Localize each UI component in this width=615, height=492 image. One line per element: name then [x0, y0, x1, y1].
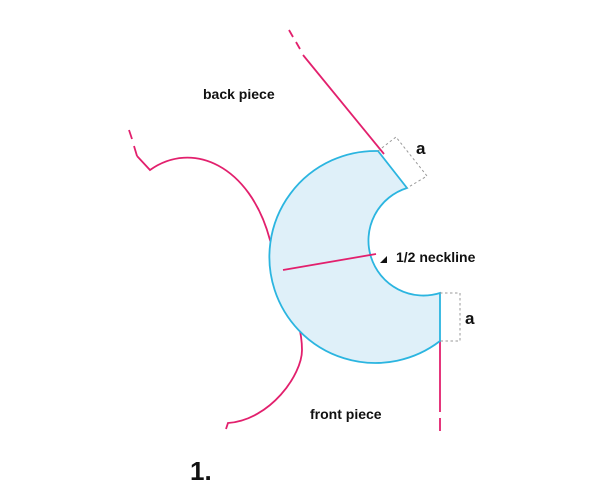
shoulder-line	[288, 29, 385, 155]
figure-number: 1.	[190, 456, 212, 486]
front-piece-label: front piece	[310, 406, 382, 422]
neckline-marker-icon	[380, 256, 387, 263]
seam-allowance-guide-bottom	[440, 292, 461, 342]
seam-width-label-top: a	[416, 139, 426, 158]
neckline-label: 1/2 neckline	[396, 249, 476, 265]
seam-width-label-bottom: a	[465, 309, 475, 328]
back-piece-label: back piece	[203, 86, 275, 102]
connecting-line	[282, 253, 377, 271]
seam-allowance-guide-top	[377, 136, 428, 189]
